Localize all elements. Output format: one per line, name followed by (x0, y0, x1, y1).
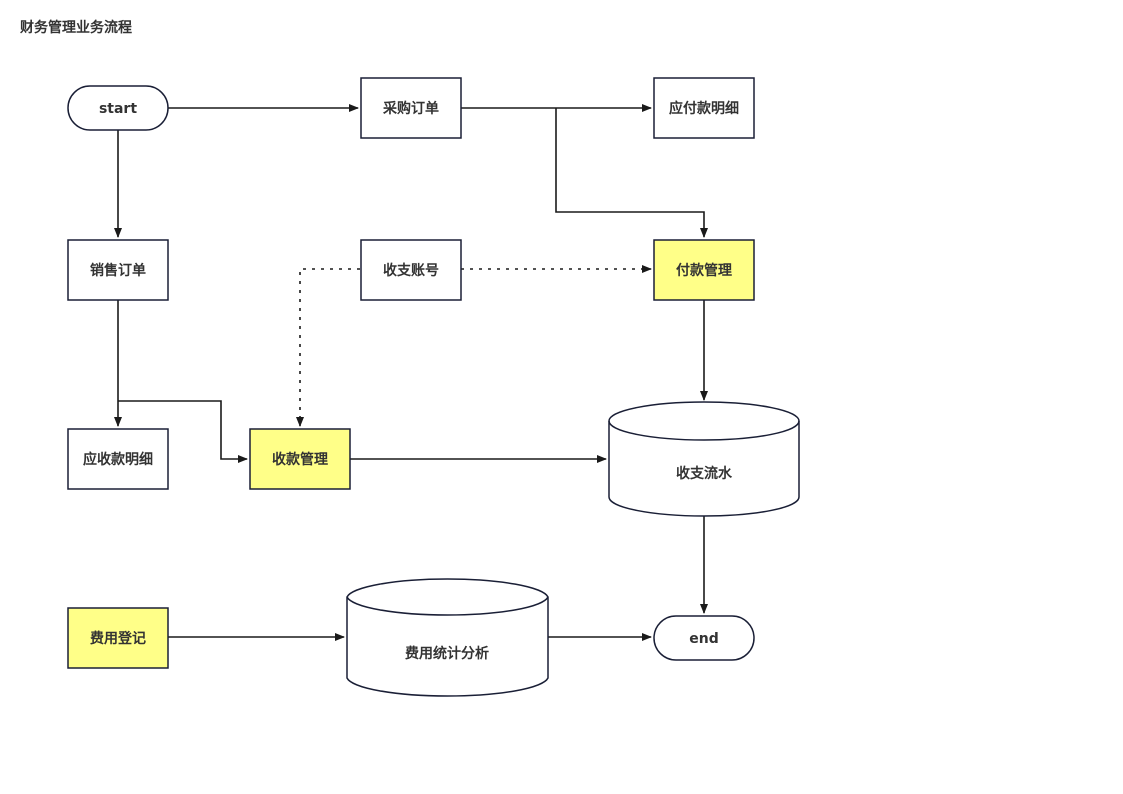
node-expense-register-label: 费用登记 (90, 630, 146, 647)
node-receivable-detail-label: 应收款明细 (83, 451, 153, 468)
node-collection-mgmt[interactable]: 收款管理 (249, 428, 351, 490)
node-sales-order-label: 销售订单 (90, 262, 146, 279)
edge-purchase-order-to-payment-mgmt (555, 108, 708, 238)
edge-account-to-collection-mgmt (296, 268, 360, 427)
node-start[interactable]: start (67, 85, 169, 131)
node-payable-detail[interactable]: 应付款明细 (653, 77, 755, 139)
node-cash-flow[interactable]: 收支流水 (608, 401, 800, 517)
edge-sales-order-to-collection-mgmt (118, 400, 248, 463)
node-expense-analysis[interactable]: 费用统计分析 (346, 578, 549, 697)
node-purchase-order[interactable]: 采购订单 (360, 77, 462, 139)
node-start-label: start (99, 101, 137, 117)
node-account-label: 收支账号 (383, 262, 439, 279)
node-expense-analysis-label: 费用统计分析 (405, 645, 489, 662)
node-end[interactable]: end (653, 615, 755, 661)
node-sales-order[interactable]: 销售订单 (67, 239, 169, 301)
node-payable-detail-label: 应付款明细 (669, 100, 739, 117)
page-title: 财务管理业务流程 (20, 20, 132, 36)
node-cash-flow-label: 收支流水 (676, 465, 733, 482)
node-account[interactable]: 收支账号 (360, 239, 462, 301)
node-purchase-order-label: 采购订单 (382, 100, 439, 117)
node-payment-mgmt[interactable]: 付款管理 (653, 239, 755, 301)
node-receivable-detail[interactable]: 应收款明细 (67, 428, 169, 490)
node-payment-mgmt-label: 付款管理 (676, 262, 732, 279)
edges (114, 104, 708, 641)
node-collection-mgmt-label: 收款管理 (272, 451, 328, 468)
node-end-label: end (689, 631, 718, 647)
node-expense-register[interactable]: 费用登记 (67, 607, 169, 669)
